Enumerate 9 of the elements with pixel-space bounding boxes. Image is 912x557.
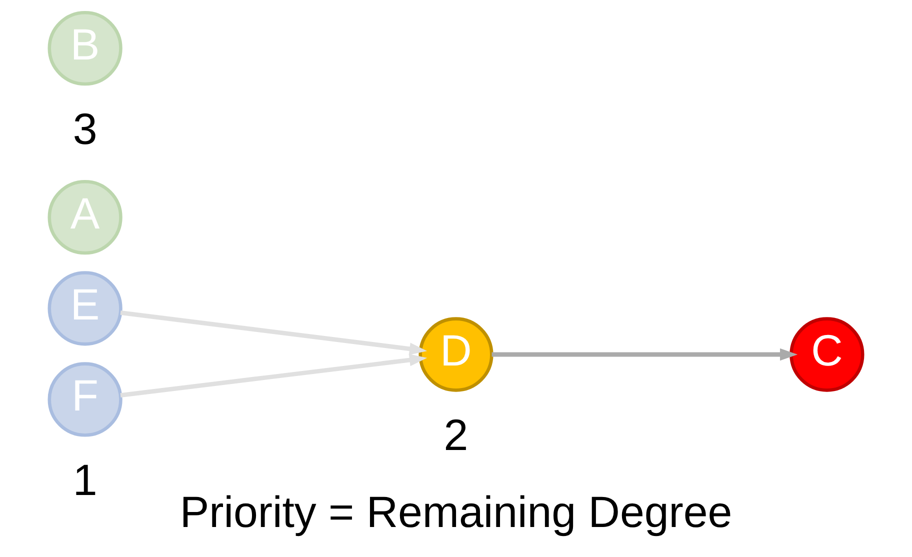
label: Priority = Remaining Degree	[180, 488, 732, 537]
label: 3	[72, 104, 98, 154]
label: 1	[72, 456, 98, 505]
arrow	[120, 354, 428, 398]
arrow	[120, 310, 428, 355]
node-circle: C	[790, 317, 864, 392]
arrow	[492, 348, 798, 361]
label: 2	[444, 410, 468, 460]
node-circle: D	[418, 317, 494, 392]
